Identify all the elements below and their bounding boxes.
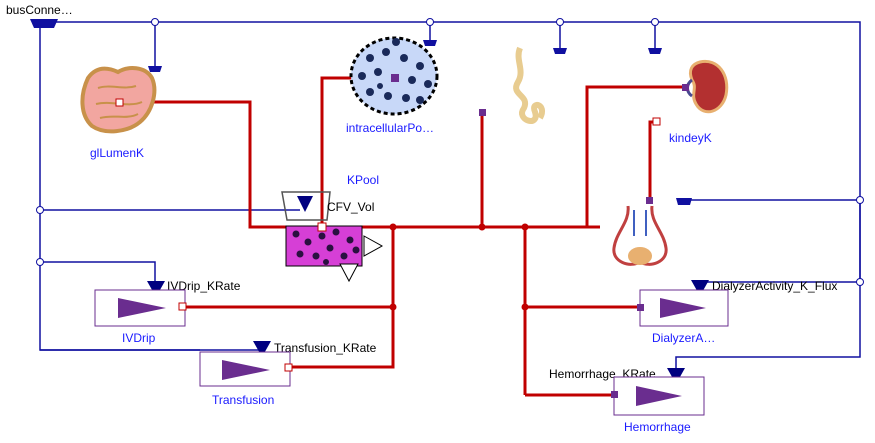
kpool-component[interactable]: KPool CFV_Vol (281, 173, 384, 283)
gllumen-port[interactable] (115, 98, 124, 107)
hemorrhage-rate-input-icon[interactable] (667, 368, 685, 384)
cfv-vol-input-icon[interactable] (297, 196, 313, 212)
transfusion-rate-label: Transfusion_KRate (274, 341, 377, 355)
intracellular-label: intracellularPo… (346, 121, 434, 135)
source-arrow-icon (222, 360, 270, 380)
ivdrip-label: IVDrip (122, 331, 156, 345)
transfusion-component[interactable]: Transfusion_KRate Transfusion (199, 341, 377, 407)
kpool-down-output-icon[interactable] (339, 263, 359, 283)
bladder-component (612, 197, 668, 266)
kidney-port-out[interactable] (652, 117, 661, 126)
kpool-port[interactable] (317, 222, 327, 232)
bladder-port[interactable] (646, 197, 653, 204)
kidney-label: kindeyK (669, 131, 712, 145)
ivdrip-port[interactable] (178, 302, 187, 311)
bladder-icon (612, 205, 668, 266)
transfusion-rate-input-icon[interactable] (253, 341, 271, 357)
dialyzer-rate-input-icon[interactable] (691, 280, 709, 296)
kpool-label: KPool (347, 173, 379, 187)
bus-nodes (36, 18, 864, 286)
intracellular-component[interactable]: intracellularPo… (346, 36, 439, 135)
bus-label: busConne… (6, 3, 73, 17)
source-arrow-icon (118, 298, 166, 318)
cell-particles (358, 38, 432, 104)
volume-icon (281, 191, 331, 221)
flow-wires (120, 76, 685, 397)
sink-arrow-icon (660, 298, 706, 318)
kpool-output-icon[interactable] (363, 235, 384, 257)
hemorrhage-label: Hemorrhage (624, 420, 691, 434)
dialyzer-component[interactable]: DialyzerActivity_K_Flux DialyzerA… (637, 279, 837, 345)
kidney-component[interactable]: kindeyK (652, 59, 729, 145)
cfv-vol-label: CFV_Vol (327, 200, 374, 214)
hemorrhage-port[interactable] (611, 391, 618, 398)
dialyzer-label: DialyzerA… (652, 331, 715, 345)
bus-tap-icons (148, 40, 692, 205)
bus-connector[interactable]: busConne… (6, 3, 73, 28)
dialyzer-port[interactable] (637, 304, 644, 311)
gllumen-component[interactable]: glLumenK (80, 66, 157, 160)
hemorrhage-component[interactable]: Hemorrhage_KRate Hemorrhage (549, 367, 705, 434)
ivdrip-rate-input-icon[interactable] (147, 281, 165, 297)
ivdrip-component[interactable]: IVDrip_KRate IVDrip (94, 279, 241, 345)
gllumen-label: glLumenK (90, 146, 144, 160)
transfusion-port[interactable] (284, 363, 293, 372)
kidney-port-in[interactable] (682, 84, 689, 91)
nephron-icon (513, 46, 545, 124)
pool-particles (292, 228, 360, 265)
transfusion-label: Transfusion (212, 393, 274, 407)
intracellular-port[interactable] (391, 74, 399, 82)
dialyzer-rate-label: DialyzerActivity_K_Flux (712, 279, 837, 293)
kidney-icon (686, 59, 729, 114)
flow-nodes (389, 223, 529, 311)
sink-arrow-icon (636, 386, 682, 406)
nephron-port[interactable] (479, 109, 486, 116)
nephron-component[interactable] (479, 46, 545, 124)
